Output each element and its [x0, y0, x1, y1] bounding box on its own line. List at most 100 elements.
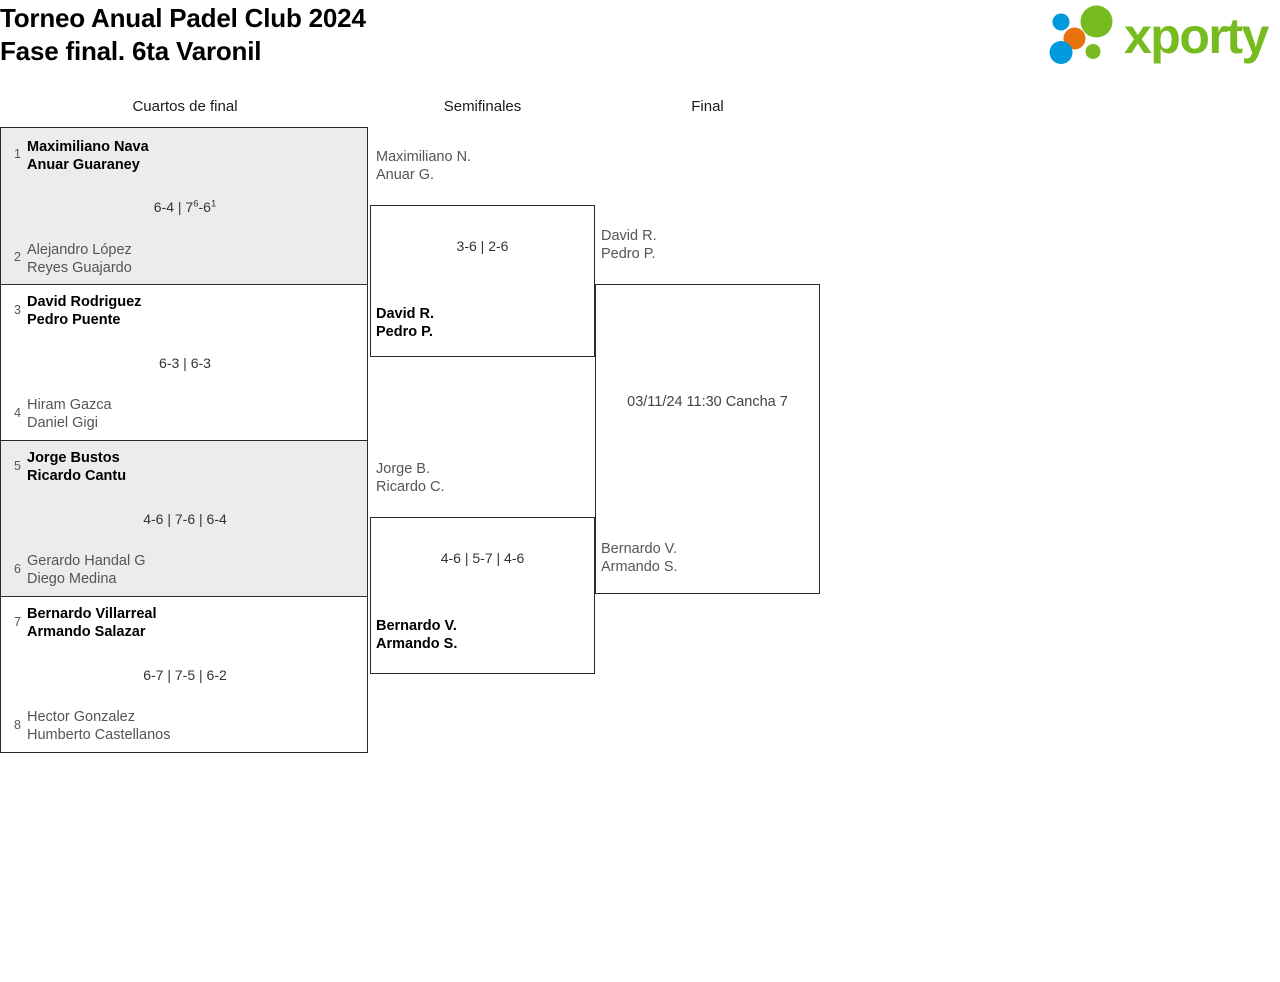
seed-number: 4	[14, 406, 21, 420]
logo-wordmark: xporty	[1124, 8, 1269, 64]
match-sf-2[interactable]: 4-6 | 5-7 | 4-6 Bernardo V. Armando S.	[370, 517, 595, 674]
score-separator: |	[199, 667, 207, 683]
score-set-1: 3-6	[456, 238, 477, 254]
team-qf1-bottom: Alejandro López Reyes Guajardo	[27, 241, 132, 277]
player-name: Jorge Bustos	[27, 450, 120, 466]
score-set-3: 4-6	[504, 550, 525, 566]
score-set-1: 4-6	[440, 550, 461, 566]
seed-number: 5	[14, 459, 21, 473]
player-name: Ricardo C.	[376, 479, 445, 495]
score-set-2: 5-7	[472, 550, 493, 566]
score-sf-1: 3-6 | 2-6	[371, 237, 594, 255]
seed-number: 1	[14, 147, 21, 161]
team-qf4-bottom: Hector Gonzalez Humberto Castellanos	[27, 708, 170, 744]
team-sf2-bottom: Bernardo V. Armando S.	[376, 617, 457, 653]
seed-number: 3	[14, 303, 21, 317]
player-name: David R.	[601, 228, 657, 244]
score-set-2-tiebreak-opp: 1	[210, 198, 217, 210]
score-set-2-games-opp: -6	[198, 199, 211, 215]
final-schedule: 03/11/24 11:30 Cancha 7	[627, 394, 788, 410]
player-name: Maximiliano Nava	[27, 139, 149, 155]
score-separator: |	[480, 238, 489, 254]
tournament-name: Torneo Anual Padel Club 2024	[0, 3, 366, 33]
score-qf-4: 6-7 | 7-5 | 6-2	[1, 666, 369, 684]
match-qf-2[interactable]: 3 David Rodriguez Pedro Puente 6-3 | 6-3…	[0, 284, 368, 441]
team-qf1-top: Maximiliano Nava Anuar Guaraney	[27, 138, 149, 174]
player-name: Reyes Guajardo	[27, 260, 132, 276]
team-sf1-top: Maximiliano N. Anuar G.	[376, 148, 471, 184]
page-header: Torneo Anual Padel Club 2024 Fase final.…	[0, 0, 1280, 88]
score-set-2: 7-6	[174, 511, 196, 527]
score-set-2: 2-6	[488, 238, 509, 254]
player-name: Bernardo V.	[376, 618, 457, 634]
player-name: Diego Medina	[27, 571, 117, 587]
player-name: David Rodriguez	[27, 294, 142, 310]
seed-number: 2	[14, 250, 21, 264]
seed-number: 8	[14, 718, 21, 732]
score-set-2: 7-5	[174, 667, 196, 683]
player-name: Ricardo Cantu	[27, 468, 127, 484]
player-name: Anuar Guaraney	[27, 157, 140, 173]
player-name: Alejandro López	[27, 242, 132, 258]
player-name: Daniel Gigi	[27, 415, 98, 431]
team-final-bottom: Bernardo V. Armando S.	[601, 540, 678, 576]
score-qf-1: 6-4 | 76-61	[1, 198, 369, 216]
match-sf-1[interactable]: 3-6 | 2-6 David R. Pedro P.	[370, 205, 595, 357]
xporty-logo[interactable]: xporty	[1048, 5, 1276, 67]
logo-dots-icon	[1049, 5, 1113, 64]
team-qf4-top: Bernardo Villarreal Armando Salazar	[27, 605, 157, 641]
score-set-2-games: 7	[185, 199, 194, 215]
player-name: Armando Salazar	[27, 624, 146, 640]
score-qf-3: 4-6 | 7-6 | 6-4	[1, 510, 369, 528]
team-final-top: David R. Pedro P.	[601, 227, 657, 263]
player-name: Armando S.	[601, 559, 678, 575]
round-header-final: Final	[691, 98, 724, 115]
score-separator: |	[464, 550, 473, 566]
round-header-semifinals: Semifinales	[443, 98, 522, 115]
match-final[interactable]: 03/11/24 11:30 Cancha 7 Bernardo V. Arma…	[595, 284, 820, 594]
score-set-3: 6-4	[206, 511, 227, 527]
team-qf3-bottom: Gerardo Handal G Diego Medina	[27, 552, 145, 588]
player-name: Humberto Castellanos	[27, 727, 171, 743]
match-qf-3[interactable]: 5 Jorge Bustos Ricardo Cantu 4-6 | 7-6 |…	[0, 440, 368, 597]
player-name: Hiram Gazca	[27, 397, 112, 413]
score-set-3: 6-2	[206, 667, 227, 683]
match-qf-1[interactable]: 1 Maximiliano Nava Anuar Guaraney 6-4 | …	[0, 127, 368, 285]
score-separator: |	[177, 199, 186, 215]
player-name: Pedro P.	[376, 324, 433, 340]
player-name: Pedro Puente	[27, 312, 121, 328]
player-name: Gerardo Handal G	[27, 553, 146, 569]
seed-number: 6	[14, 562, 21, 576]
score-separator: |	[496, 550, 505, 566]
team-sf2-top: Jorge B. Ricardo C.	[376, 460, 445, 496]
score-sf-2: 4-6 | 5-7 | 4-6	[371, 549, 594, 567]
team-qf2-bottom: Hiram Gazca Daniel Gigi	[27, 396, 112, 432]
team-qf2-top: David Rodriguez Pedro Puente	[27, 293, 141, 329]
player-name: Bernardo V.	[601, 541, 678, 557]
score-set-1: 6-3	[159, 355, 180, 371]
player-name: Anuar G.	[376, 167, 435, 183]
player-name: Pedro P.	[601, 246, 656, 262]
score-set-1: 6-4	[153, 199, 174, 215]
seed-number: 7	[14, 615, 21, 629]
player-name: Jorge B.	[376, 461, 430, 477]
player-name: Armando S.	[376, 636, 458, 652]
team-sf1-bottom: David R. Pedro P.	[376, 305, 434, 341]
page-title: Torneo Anual Padel Club 2024 Fase final.…	[0, 2, 366, 68]
score-separator: |	[183, 355, 191, 371]
player-name: Bernardo Villarreal	[27, 606, 157, 622]
player-name: Hector Gonzalez	[27, 709, 135, 725]
score-separator: |	[167, 667, 175, 683]
tournament-phase: Fase final. 6ta Varonil	[0, 36, 262, 66]
score-set-1: 4-6	[143, 511, 164, 527]
score-qf-2: 6-3 | 6-3	[1, 354, 369, 372]
score-separator: |	[199, 511, 207, 527]
team-qf3-top: Jorge Bustos Ricardo Cantu	[27, 449, 126, 485]
match-qf-4[interactable]: 7 Bernardo Villarreal Armando Salazar 6-…	[0, 596, 368, 753]
player-name: David R.	[376, 306, 435, 322]
score-set-1: 6-7	[143, 667, 164, 683]
score-set-2: 6-3	[190, 355, 211, 371]
round-header-quarterfinals: Cuartos de final	[132, 98, 238, 115]
score-set-2-tiebreak: 6	[193, 198, 199, 210]
